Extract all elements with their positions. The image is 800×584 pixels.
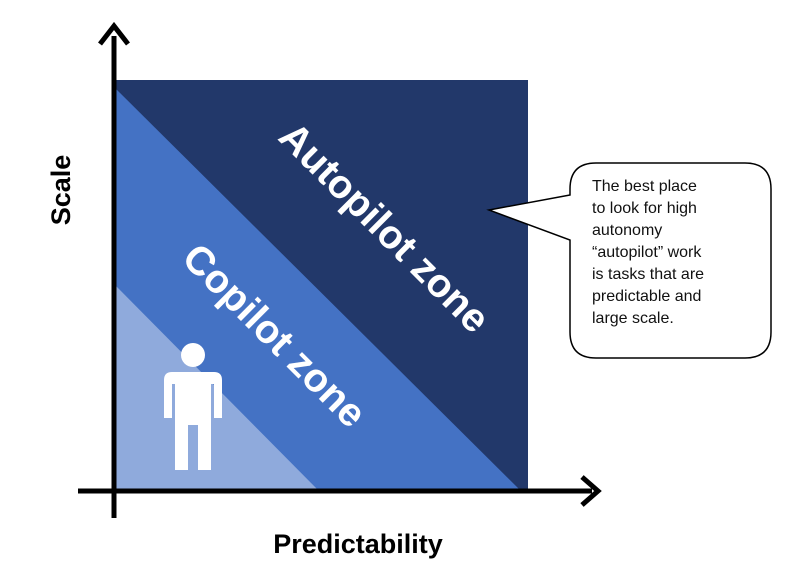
axes (78, 21, 602, 518)
callout-bubble (486, 162, 772, 359)
y-axis-arrowhead (98, 21, 130, 46)
x-axis-arrowhead (580, 475, 602, 507)
callout-line: autonomy (592, 222, 663, 239)
x-axis-label: Predictability (273, 529, 443, 559)
y-axis-label: Scale (46, 155, 76, 226)
callout-line: The best place (592, 178, 697, 195)
callout-line: to look for high (592, 200, 697, 217)
callout-line: predictable and (592, 288, 702, 305)
person-icon (164, 343, 222, 470)
callout-line: large scale. (592, 310, 674, 327)
callout-line: is tasks that are (592, 266, 705, 283)
callout-text: The best place to look for high autonomy… (592, 176, 752, 330)
callout-line: “autopilot” work (592, 244, 702, 261)
